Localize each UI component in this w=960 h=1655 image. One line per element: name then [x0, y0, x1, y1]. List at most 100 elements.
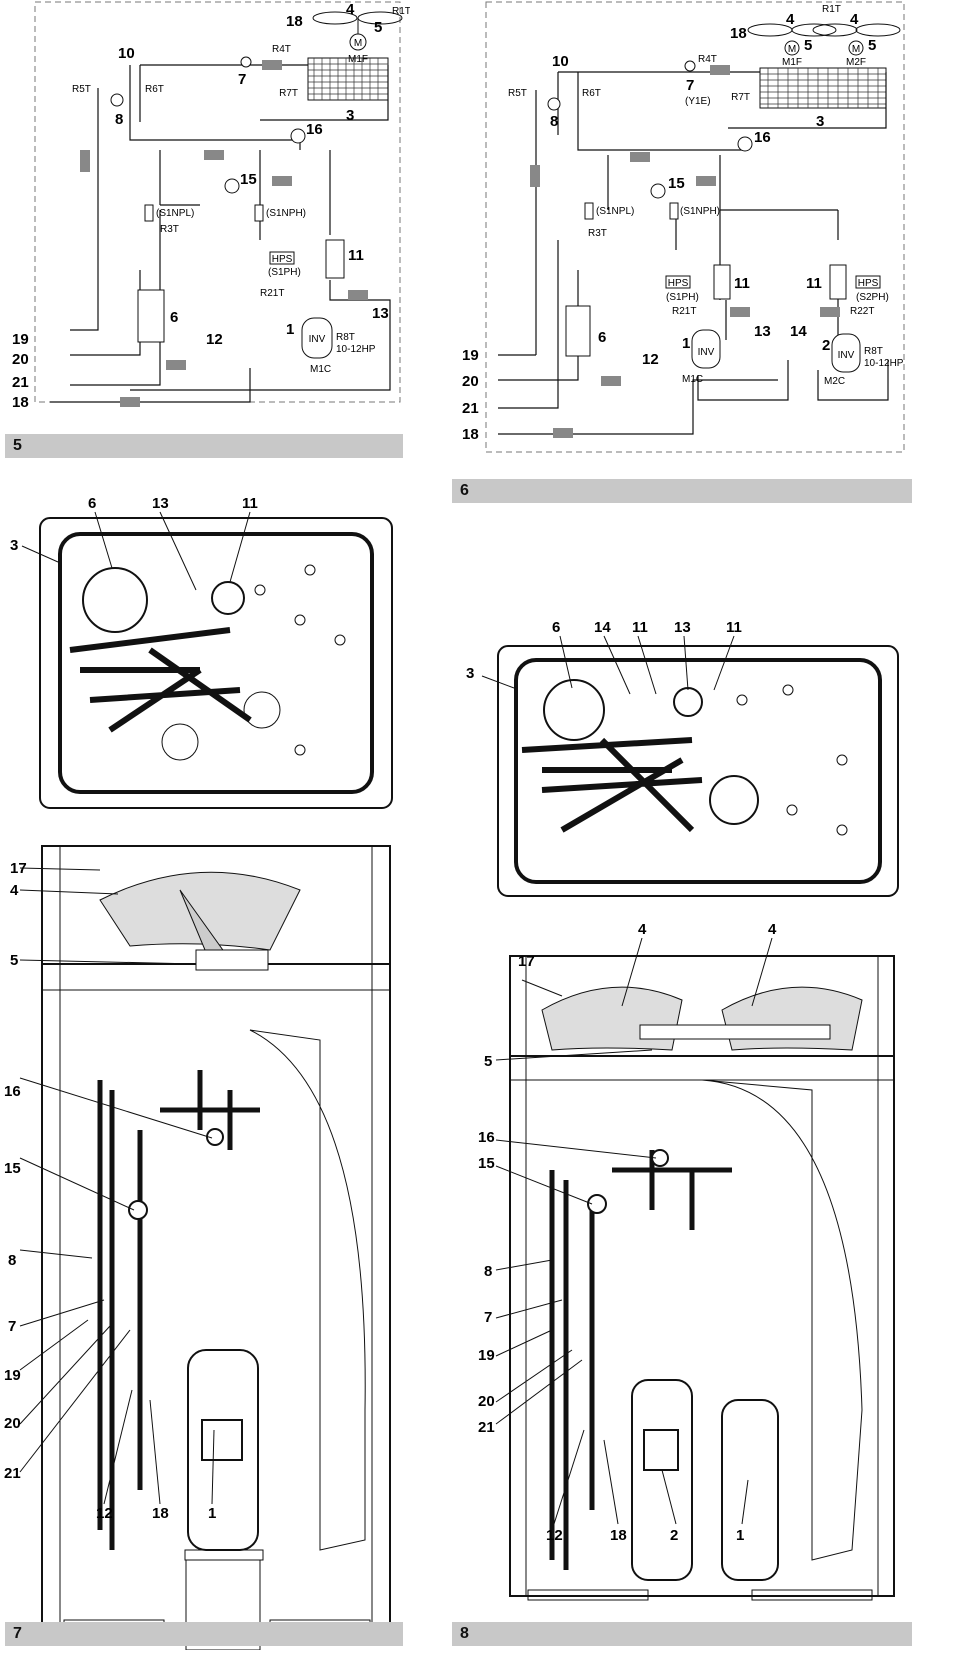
- callout: 4: [638, 921, 647, 938]
- inv-label: INV: [838, 350, 855, 361]
- callout: 20: [12, 351, 29, 368]
- figure-7-panel: 3 6 13 11 17 4 5 16 15 8 7 19 20: [0, 490, 420, 1651]
- compressor-icon: [301, 317, 333, 359]
- callout: 2: [670, 1527, 678, 1544]
- coil-icon: [307, 57, 389, 101]
- callout: 5: [374, 19, 382, 36]
- callout: 1: [208, 1505, 216, 1522]
- callout: 4: [768, 921, 777, 938]
- callout: 18: [286, 13, 303, 30]
- callout: 19: [462, 347, 479, 364]
- sensor-label: R1T: [822, 4, 841, 15]
- callout: 8: [484, 1263, 492, 1280]
- callout: 15: [4, 1160, 21, 1177]
- switch-label: (S1PH): [666, 292, 699, 303]
- callout: 4: [850, 11, 859, 28]
- callout: 3: [346, 107, 354, 124]
- sensor-label: R7T: [731, 92, 750, 103]
- sensor-label: R3T: [160, 224, 179, 235]
- callout: 11: [632, 619, 648, 636]
- sensor-label: R6T: [582, 88, 601, 99]
- switch-label: (S2PH): [856, 292, 889, 303]
- callout: 21: [12, 374, 29, 391]
- callout: 12: [642, 351, 659, 368]
- callout: 16: [4, 1083, 21, 1100]
- switch-label: (S1NPL): [596, 206, 634, 217]
- motor-label: M1F: [348, 54, 368, 65]
- callout: 20: [462, 373, 479, 390]
- callout: 17: [518, 953, 535, 970]
- callout: 6: [598, 329, 606, 346]
- callout: 11: [806, 275, 822, 292]
- callout: 5: [868, 37, 876, 54]
- motor-symbol: M: [354, 38, 362, 49]
- callout: 15: [668, 175, 685, 192]
- figure-number: 5: [13, 437, 22, 454]
- sensor-label: R3T: [588, 228, 607, 239]
- sensor-label: R21T: [672, 306, 696, 317]
- callout: 14: [594, 619, 611, 636]
- figure-5-schematic: M M1F R1T R7T R4T R5T R6T INV M1C R8T 10…: [12, 1, 411, 411]
- compressor-label: M2C: [824, 376, 845, 387]
- callout: 13: [754, 323, 771, 340]
- callout: 19: [4, 1367, 21, 1384]
- hps-label: HPS: [668, 278, 689, 289]
- coil-icon: [759, 67, 887, 109]
- fan-icon: [312, 11, 403, 51]
- callout: 11: [348, 247, 364, 264]
- compressor-icon: [831, 333, 861, 373]
- callout: 12: [96, 1505, 113, 1522]
- callout: 5: [10, 952, 18, 969]
- callout: 3: [10, 537, 18, 554]
- unit-front-view: [41, 845, 391, 1651]
- motor-label: M2F: [846, 57, 866, 68]
- callout: 14: [790, 323, 807, 340]
- callout: 12: [206, 331, 223, 348]
- callout: 18: [152, 1505, 169, 1522]
- callout: 19: [12, 331, 29, 348]
- inv-label: INV: [698, 347, 715, 358]
- switch-label: (S1NPL): [156, 208, 194, 219]
- motor-symbol: M: [852, 44, 860, 55]
- callout: 13: [674, 619, 691, 636]
- fan-icon: [747, 23, 837, 56]
- callout: 13: [152, 495, 169, 512]
- callout: 8: [8, 1252, 16, 1269]
- figure-5-caption-bar: 5: [5, 434, 403, 458]
- sensor-label: R8T: [864, 346, 883, 357]
- callout: 16: [478, 1129, 495, 1146]
- inv-label: INV: [309, 334, 326, 345]
- callout: 13: [372, 305, 389, 322]
- callout: 3: [466, 665, 474, 682]
- sensor-label: R5T: [72, 84, 91, 95]
- switch-label: (S1NPH): [680, 206, 720, 217]
- callout: 15: [240, 171, 257, 188]
- switch-label: (S1NPH): [266, 208, 306, 219]
- sensor-label: R5T: [508, 88, 527, 99]
- figure-7-caption-bar: 7: [5, 1622, 403, 1646]
- hp-range-label: 10-12HP: [864, 358, 904, 369]
- hps-label: HPS: [858, 278, 879, 289]
- figure-number: 8: [460, 1625, 469, 1642]
- unit-top-view: [497, 645, 899, 897]
- figure-7-drawing: 3 6 13 11 17 4 5 16 15 8 7 19 20: [4, 495, 393, 1651]
- figure-8-caption-bar: 8: [452, 1622, 912, 1646]
- compressor-icon: [691, 329, 721, 369]
- motor-label: M1F: [782, 57, 802, 68]
- unit-front-view: [509, 955, 895, 1601]
- sensor-label: R21T: [260, 288, 284, 299]
- callout: 3: [816, 113, 824, 130]
- callout: 21: [462, 400, 479, 417]
- sensor-label: R7T: [279, 88, 298, 99]
- callout: 7: [686, 77, 694, 94]
- figure-5-panel: M M1F R1T R7T R4T R5T R6T INV M1C R8T 10…: [10, 0, 411, 460]
- callout: 11: [734, 275, 750, 292]
- callout: 21: [4, 1465, 21, 1482]
- hps-label: HPS: [272, 254, 293, 265]
- callout: 6: [552, 619, 560, 636]
- callout: 2: [822, 337, 830, 354]
- compressor-label: M1C: [310, 364, 331, 375]
- callout: 21: [478, 1419, 495, 1436]
- callout: 7: [238, 71, 246, 88]
- callout: 16: [306, 121, 323, 138]
